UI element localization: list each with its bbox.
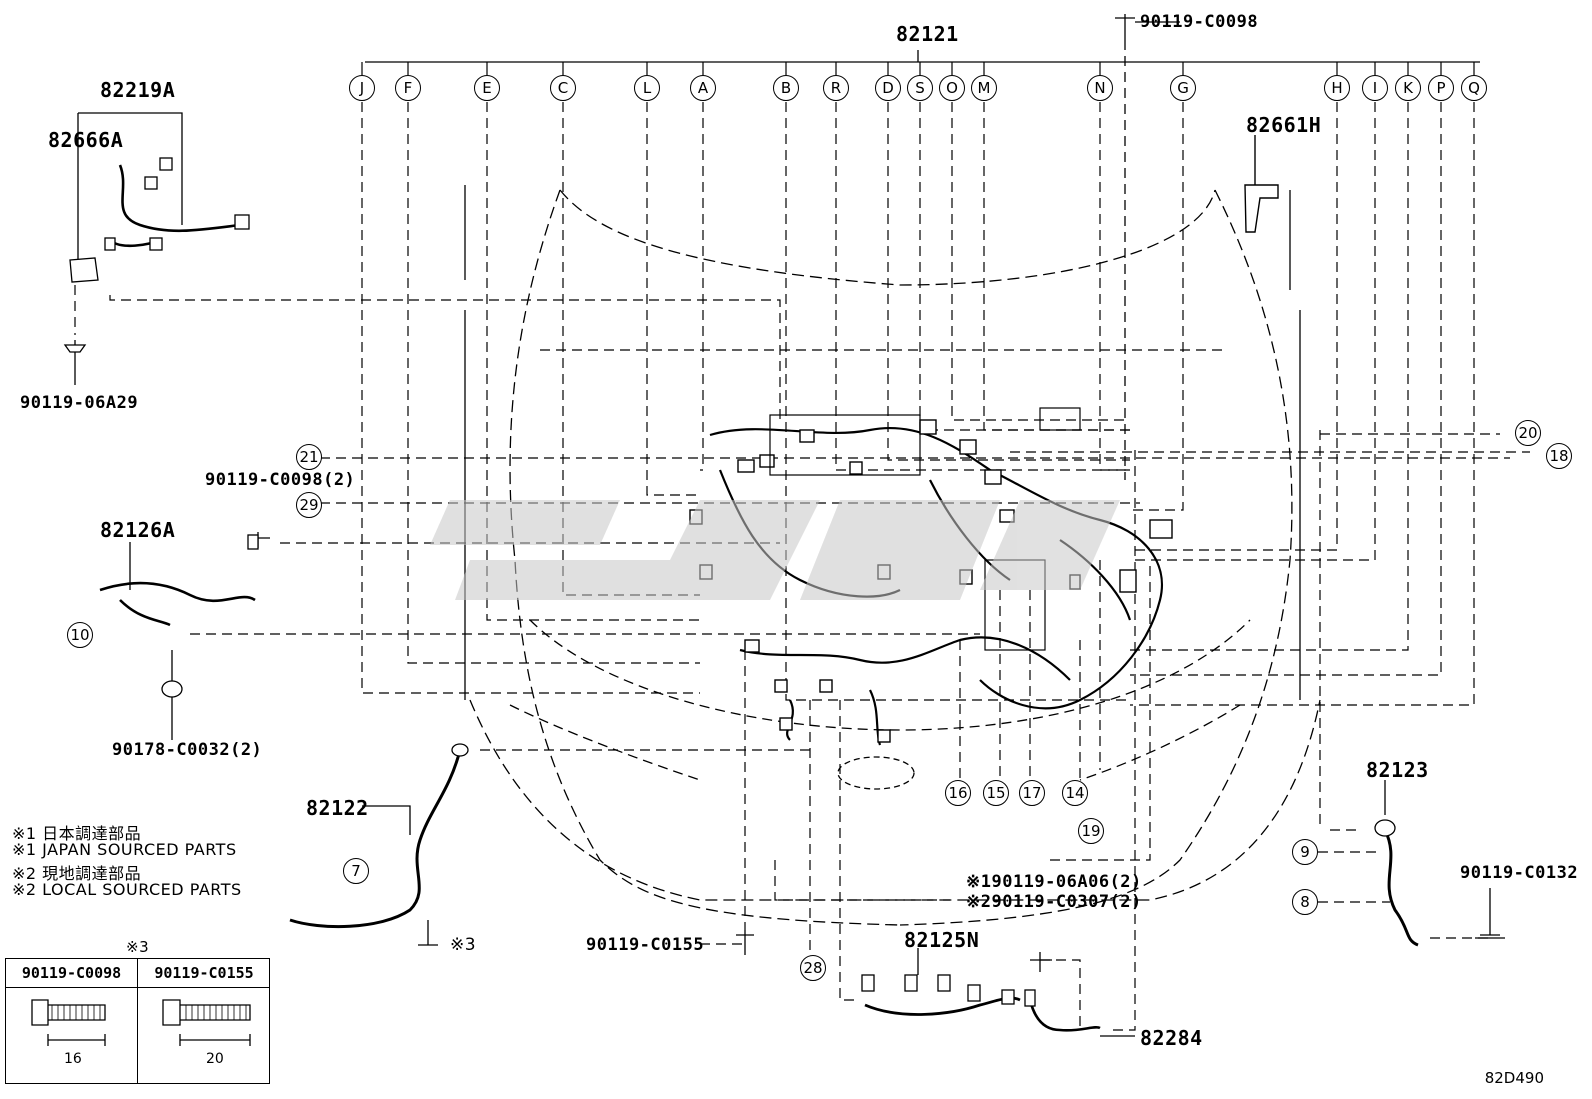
bolt-C0155-label: 90119-C0155 [586,935,705,955]
callout-20: 20 [1515,420,1541,446]
star3-label: ※3 [450,935,477,955]
letter-leader-f [407,102,700,664]
letter-leader-n [1099,102,1130,471]
callout-18: 18 [1546,443,1572,469]
callout-15: 15 [983,780,1009,806]
bolt-table-col-1: 90119-C0098 16 [6,959,138,1083]
callout-10: 10 [67,622,93,648]
letter-leader-k [1130,102,1409,651]
letter-label-q: Q [1461,75,1487,101]
callout-9: 9 [1292,839,1318,865]
bolt-table-col-1-header: 90119-C0098 [6,959,137,988]
callout-17: 17 [1019,780,1045,806]
part-82284-label: 82284 [1140,1026,1203,1050]
letter-leader-b [785,102,1130,701]
note-C0307-label: ※290119-C0307(2) [966,892,1142,912]
letter-label-g: G [1170,75,1196,101]
diagram-code: 82D490 [1484,1069,1544,1087]
letter-label-k: K [1395,75,1421,101]
letter-leader-o [951,102,1130,421]
letter-label-o: O [939,75,965,101]
callout-7: 7 [343,858,369,884]
part-82123-label: 82123 [1366,758,1429,782]
letter-leader-e [486,102,700,621]
letter-label-n: N [1087,75,1113,101]
letter-label-b: B [773,75,799,101]
letter-leader-r [835,102,1130,471]
callout-28: 28 [800,955,826,981]
hood-outline [559,189,1216,286]
bolt-table-col-1-length: 16 [64,1051,82,1067]
letter-leader-i [1130,102,1376,561]
part-82661H-label: 82661H [1246,113,1322,137]
bolt-table: 90119-C0098 16 90119-C0155 20 [5,958,270,1084]
callout-8: 8 [1292,889,1318,915]
part-82121-label: 82121 [896,22,959,46]
letter-label-s: S [907,75,933,101]
note-line-2: ※1 JAPAN SOURCED PARTS [12,840,237,859]
letter-leader-g [1130,102,1184,511]
letter-label-j: J [349,75,375,101]
letter-leader-q [1130,102,1475,706]
note-line-3: ※2 現地調達部品 [12,864,142,883]
bolt-06A29-label: 90119-06A29 [20,393,139,413]
letter-label-r: R [823,75,849,101]
harness-branch-2 [739,636,1071,681]
letter-leader-l [646,102,700,496]
callout-14: 14 [1062,780,1088,806]
harness-branch-3 [786,689,882,746]
note-line-1: ※1 日本調達部品 [12,824,142,843]
bolt-C0132-label: 90119-C0132 [1460,863,1579,883]
letter-leader-j [361,102,700,694]
letter-leader-a [700,102,704,471]
part-82126A-label: 82126A [100,518,176,542]
part-82666A-label: 82666A [48,128,124,152]
letter-label-p: P [1428,75,1454,101]
bolt-C0098-2-label: 90119-C0098(2) [205,470,356,490]
part-82219A-label: 82219A [100,78,176,102]
bolt-table-col-2-header: 90119-C0155 [138,959,270,988]
main-leader-bracket [365,50,1480,63]
letter-label-l: L [634,75,660,101]
part-82122-label: 82122 [306,796,369,820]
callout-21: 21 [296,444,322,470]
letter-label-c: C [550,75,576,101]
letter-leader-h [1130,102,1338,551]
letter-label-i: I [1362,75,1388,101]
inner-body-line [529,349,1251,731]
note-line-4: ※2 LOCAL SOURCED PARTS [12,880,242,899]
callout-16: 16 [945,780,971,806]
note-06A06-label: ※190119-06A06(2) [966,872,1142,892]
a-pillar-right [1289,190,1301,700]
grille-outline [509,704,1241,781]
bolt-table-col-2: 90119-C0155 20 [138,959,270,1083]
bolt-table-title: ※3 [126,938,150,956]
letter-label-e: E [474,75,500,101]
bolt-top-label: 90119-C0098 [1140,12,1259,32]
letter-label-h: H [1324,75,1350,101]
clip-C0032-label: 90178-C0032(2) [112,740,263,760]
callout-19: 19 [1078,818,1104,844]
letter-label-m: M [971,75,997,101]
letter-leader-p [1130,102,1442,676]
letter-label-a: A [690,75,716,101]
callout-29: 29 [296,492,322,518]
letter-leader-d [887,102,1130,461]
letter-label-d: D [875,75,901,101]
letter-leader-m [983,102,1130,431]
part-82125N-label: 82125N [904,928,980,952]
letter-label-f: F [395,75,421,101]
bumper-outline [469,699,1321,901]
bolt-table-col-2-length: 20 [206,1051,224,1067]
emblem-outline [837,756,915,790]
